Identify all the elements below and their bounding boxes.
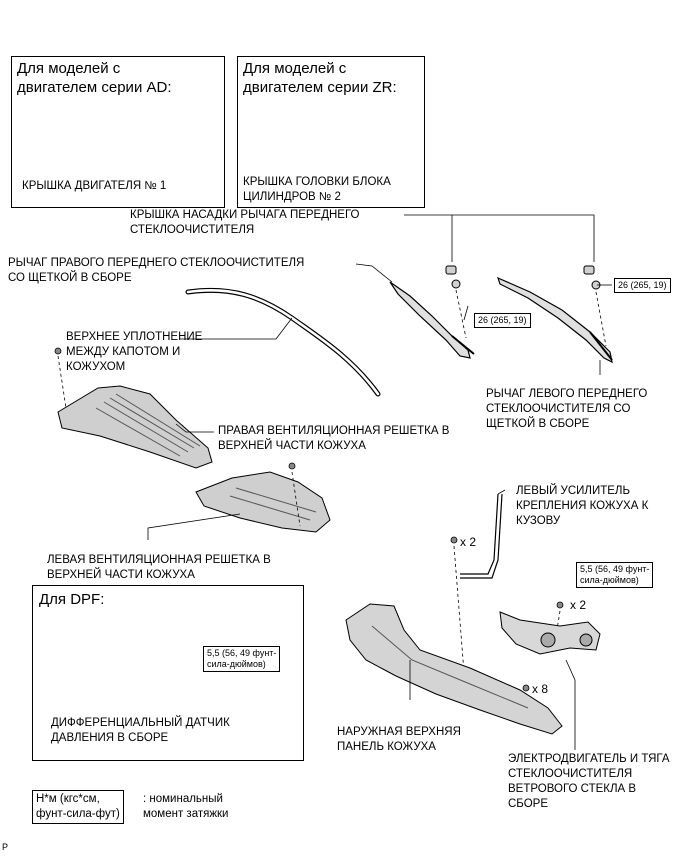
torque-unit-legend-box: Н*м (кгс*см, фунт-сила-фут) [32,790,124,824]
left-cowl-brace-label: ЛЕВЫЙ УСИЛИТЕЛЬ КРЕПЛЕНИЯ КОЖУХА К КУЗОВ… [516,485,649,527]
wiper-motor-and-link-drawing [499,611,601,655]
left-wiper-arm-label: РЫЧАГ ЛЕВОГО ПЕРЕДНЕГО СТЕКЛООЧИСТИТЕЛЯ … [486,388,648,430]
right-cowl-vent-grille-label: ПРАВАЯ ВЕНТИЛЯЦИОННАЯ РЕШЕТКА В ВЕРХНЕЙ … [218,425,450,452]
left-wiper-arm-drawing [497,276,613,364]
ad-engine-box-title: Для моделей с двигателем серии AD: [17,60,172,96]
arm-mount-dashes [455,289,607,347]
wiper-motor-and-link-label: ЭЛЕКТРОДВИГАТЕЛЬ И ТЯГА СТЕКЛООЧИСТИТЕЛЯ… [508,753,670,810]
hood-to-cowl-seal-drawing [185,287,381,397]
right-cowl-vent-grille-drawing [57,385,213,469]
left-cowl-brace-drawing [460,493,503,579]
footer-code: P [2,842,9,852]
torque-unit-legend-description: : номинальный момент затяжки [143,793,229,820]
wiper-motor-bolt-torque: 5,5 (56, 49 фунт- сила-дюймов) [576,562,654,588]
panel-clips-count: x 8 [532,682,549,696]
brace-bolts-count: x 2 [460,535,477,549]
dpf-box: Для DPF: 5,5 (56, 49 фунт- сила-дюймов) … [32,585,304,761]
engine-cover-no1-label: КРЫШКА ДВИГАТЕЛЯ № 1 [22,180,167,192]
right-arm-nut-torque: 26 (265, 19) [474,313,531,328]
right-wiper-arm-label: РЫЧАГ ПРАВОГО ПЕРЕДНЕГО СТЕКЛООЧИСТИТЕЛЯ… [8,257,305,284]
dpf-pressure-sensor-label: ДИФФЕРЕНЦИАЛЬНЫЙ ДАТЧИК ДАВЛЕНИЯ В СБОРЕ [51,717,230,744]
left-cowl-vent-grille-drawing [195,471,331,533]
wiper-arm-cap-label: КРЫШКА НАСАДКИ РЫЧАГА ПЕРЕДНЕГО СТЕКЛООЧ… [130,209,360,236]
ad-engine-box: Для моделей с двигателем серии AD: КРЫШК… [11,56,225,208]
zr-engine-box: Для моделей с двигателем серии ZR: КРЫШК… [237,56,425,208]
outer-cowl-top-panel-drawing [345,603,563,735]
left-cowl-vent-grille-label: ЛЕВАЯ ВЕНТИЛЯЦИОННАЯ РЕШЕТКА В ВЕРХНЕЙ Ч… [47,554,271,581]
motor-bolts-count: x 2 [570,598,587,612]
outer-cowl-top-panel-label: НАРУЖНАЯ ВЕРХНЯЯ ПАНЕЛЬ КОЖУХА [337,726,461,753]
cylinder-head-cover-no2-label: КРЫШКА ГОЛОВКИ БЛОКА ЦИЛИНДРОВ № 2 [243,176,391,203]
hood-to-cowl-seal-label: ВЕРХНЕЕ УПЛОТНЕНИЕ МЕЖДУ КАПОТОМ И КОЖУХ… [66,331,203,373]
dpf-sensor-torque-spec: 5,5 (56, 49 фунт- сила-дюймов) [203,646,281,672]
right-wiper-arm-drawing [389,281,475,359]
left-arm-nut-torque: 26 (265, 19) [614,278,671,293]
wiper-caps-and-nuts [445,265,601,290]
zr-engine-box-title: Для моделей с двигателем серии ZR: [243,60,397,96]
dpf-box-title: Для DPF: [39,591,105,608]
